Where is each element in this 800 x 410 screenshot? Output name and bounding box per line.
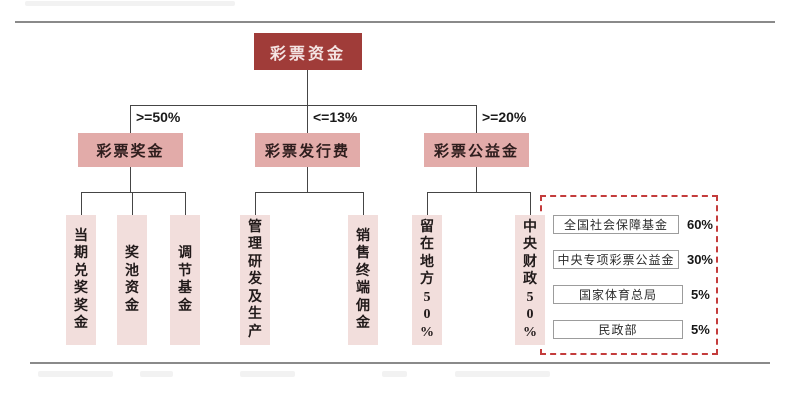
leaf-label: 中央财政50% xyxy=(523,219,537,340)
connector xyxy=(132,192,133,215)
node-issuance-fee: 彩票发行费 xyxy=(255,133,360,167)
top-divider xyxy=(15,21,775,23)
connector xyxy=(130,167,131,192)
connector xyxy=(427,192,428,215)
panel-percent: 5% xyxy=(691,287,710,302)
node-lottery-prize: 彩票奖金 xyxy=(78,133,183,167)
leaf-central-finance-50: 中央财政50% xyxy=(515,215,545,345)
connector xyxy=(476,167,477,192)
panel-percent: 30% xyxy=(686,252,713,267)
connector xyxy=(81,192,82,215)
panel-row: 国家体育总局 5% xyxy=(553,285,713,304)
panel-percent: 60% xyxy=(686,217,713,232)
leaf-mgmt-rd-production: 管理研发及生产 xyxy=(240,215,270,345)
panel-row: 全国社会保障基金 60% xyxy=(553,215,713,234)
branch-percent-prize: >=50% xyxy=(136,109,181,125)
connector xyxy=(363,192,364,215)
panel-row: 民政部 5% xyxy=(553,320,713,339)
source-text-remnant xyxy=(240,371,295,377)
leaf-local-retained-50: 留在地方50% xyxy=(412,215,442,345)
panel-box-civil-affairs-ministry: 民政部 xyxy=(553,320,683,339)
source-text-remnant xyxy=(38,371,113,377)
leaf-label: 留在地方50% xyxy=(420,219,434,340)
panel-box-sports-administration: 国家体育总局 xyxy=(553,285,683,304)
connector xyxy=(307,70,308,105)
panel-percent: 5% xyxy=(691,322,710,337)
leaf-prize-pool-fund: 奖池资金 xyxy=(117,215,147,345)
connector xyxy=(81,192,185,193)
source-text-remnant xyxy=(382,371,407,377)
connector xyxy=(307,105,308,133)
connector xyxy=(476,105,477,133)
leaf-label: 当期兑奖奖金 xyxy=(74,228,88,332)
central-allocation-panel: 全国社会保障基金 60% 中央专项彩票公益金 30% 国家体育总局 5% 民政部… xyxy=(540,195,718,355)
connector xyxy=(427,192,530,193)
source-text-remnant xyxy=(140,371,173,377)
leaf-label: 管理研发及生产 xyxy=(248,219,262,340)
connector xyxy=(185,192,186,215)
bottom-divider xyxy=(30,362,770,364)
branch-percent-welfare: >=20% xyxy=(482,109,527,125)
leaf-label: 调节基金 xyxy=(178,246,192,314)
panel-box-social-security-fund: 全国社会保障基金 xyxy=(553,215,679,234)
connector xyxy=(130,105,476,106)
connector xyxy=(255,192,256,215)
connector xyxy=(130,105,131,133)
panel-row: 中央专项彩票公益金 30% xyxy=(553,250,713,269)
source-text-remnant xyxy=(455,371,550,377)
connector xyxy=(307,167,308,192)
panel-box-special-welfare-fund: 中央专项彩票公益金 xyxy=(553,250,679,269)
leaf-label: 销售终端佣金 xyxy=(356,228,370,332)
leaf-current-prize-payout: 当期兑奖奖金 xyxy=(66,215,96,345)
leaf-adjustment-fund: 调节基金 xyxy=(170,215,200,345)
connector xyxy=(255,192,363,193)
branch-percent-issuance: <=13% xyxy=(313,109,358,125)
node-welfare-fund: 彩票公益金 xyxy=(424,133,529,167)
connector xyxy=(530,192,531,215)
leaf-terminal-commission: 销售终端佣金 xyxy=(348,215,378,345)
leaf-label: 奖池资金 xyxy=(125,246,139,314)
node-lottery-funds: 彩票资金 xyxy=(254,33,362,70)
cropped-caption-remnant xyxy=(25,1,235,6)
